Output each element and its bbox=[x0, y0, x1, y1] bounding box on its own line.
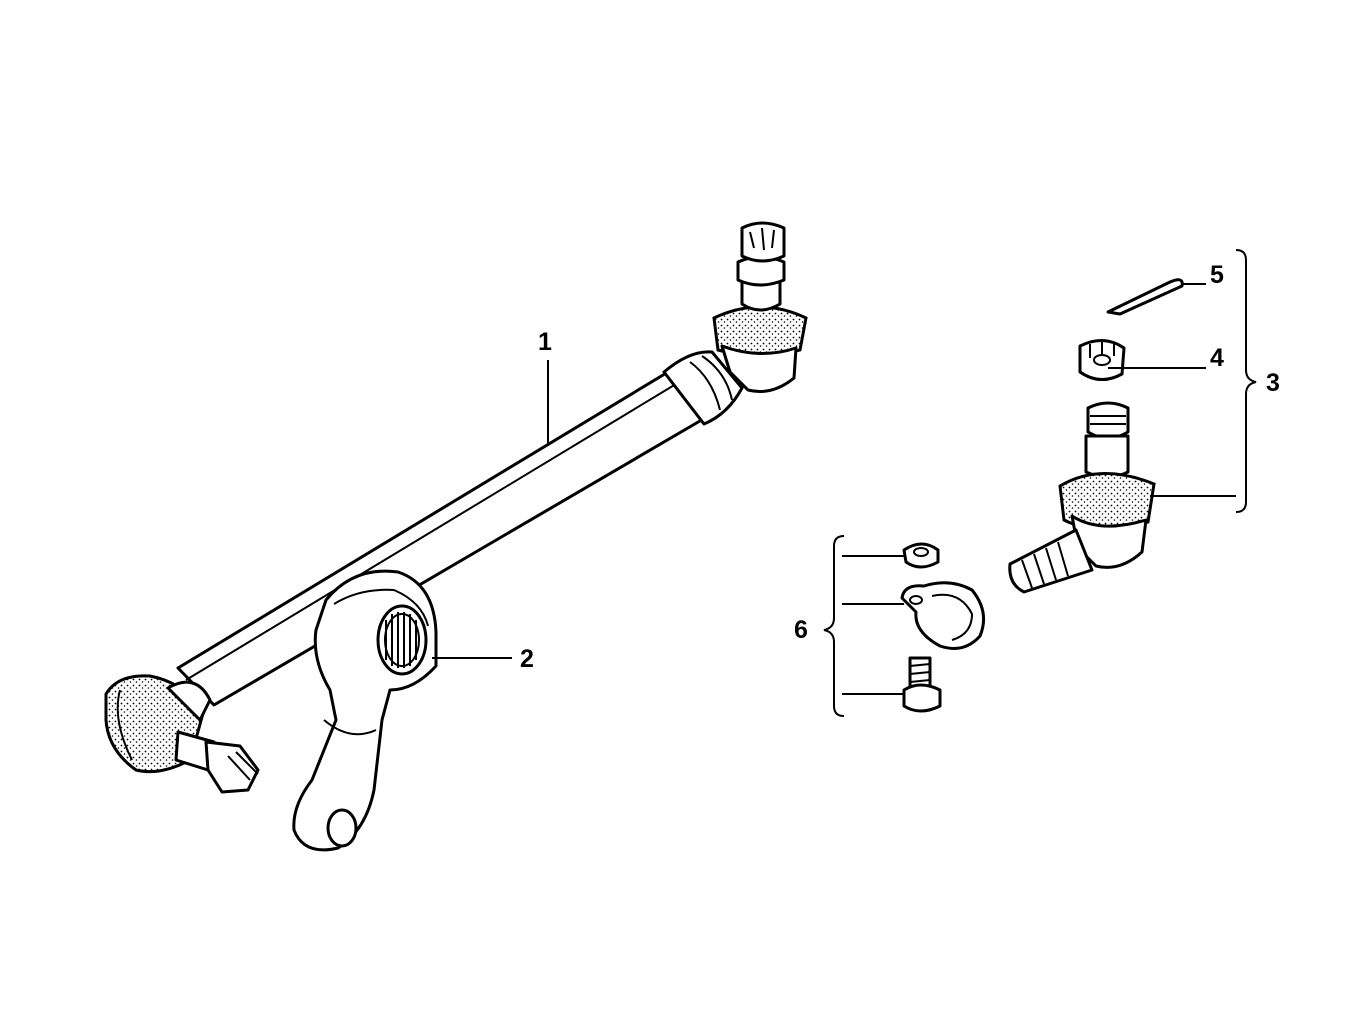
callout-6: 6 bbox=[794, 616, 808, 644]
tie-rod-end-right bbox=[712, 221, 808, 393]
clamp-bolt bbox=[902, 656, 942, 713]
callout-5: 5 bbox=[1210, 261, 1224, 289]
bracket-6 bbox=[823, 535, 845, 717]
tie-rod-sleeve-right bbox=[662, 350, 744, 426]
callout-1: 1 bbox=[538, 328, 552, 356]
tie-rod-tube bbox=[176, 370, 707, 707]
castle-nut bbox=[1078, 339, 1126, 381]
callout-2: 2 bbox=[520, 645, 534, 673]
clamp-nut bbox=[902, 542, 940, 569]
tie-rod-end-kit-part bbox=[1008, 401, 1156, 594]
bracket-3 bbox=[1235, 249, 1257, 513]
tie-rod-end-left bbox=[104, 674, 260, 794]
callout-4: 4 bbox=[1210, 344, 1224, 372]
clamp bbox=[900, 581, 986, 650]
pitman-arm bbox=[292, 569, 438, 852]
cotter-pin bbox=[1106, 278, 1184, 316]
callout-3: 3 bbox=[1266, 369, 1280, 397]
